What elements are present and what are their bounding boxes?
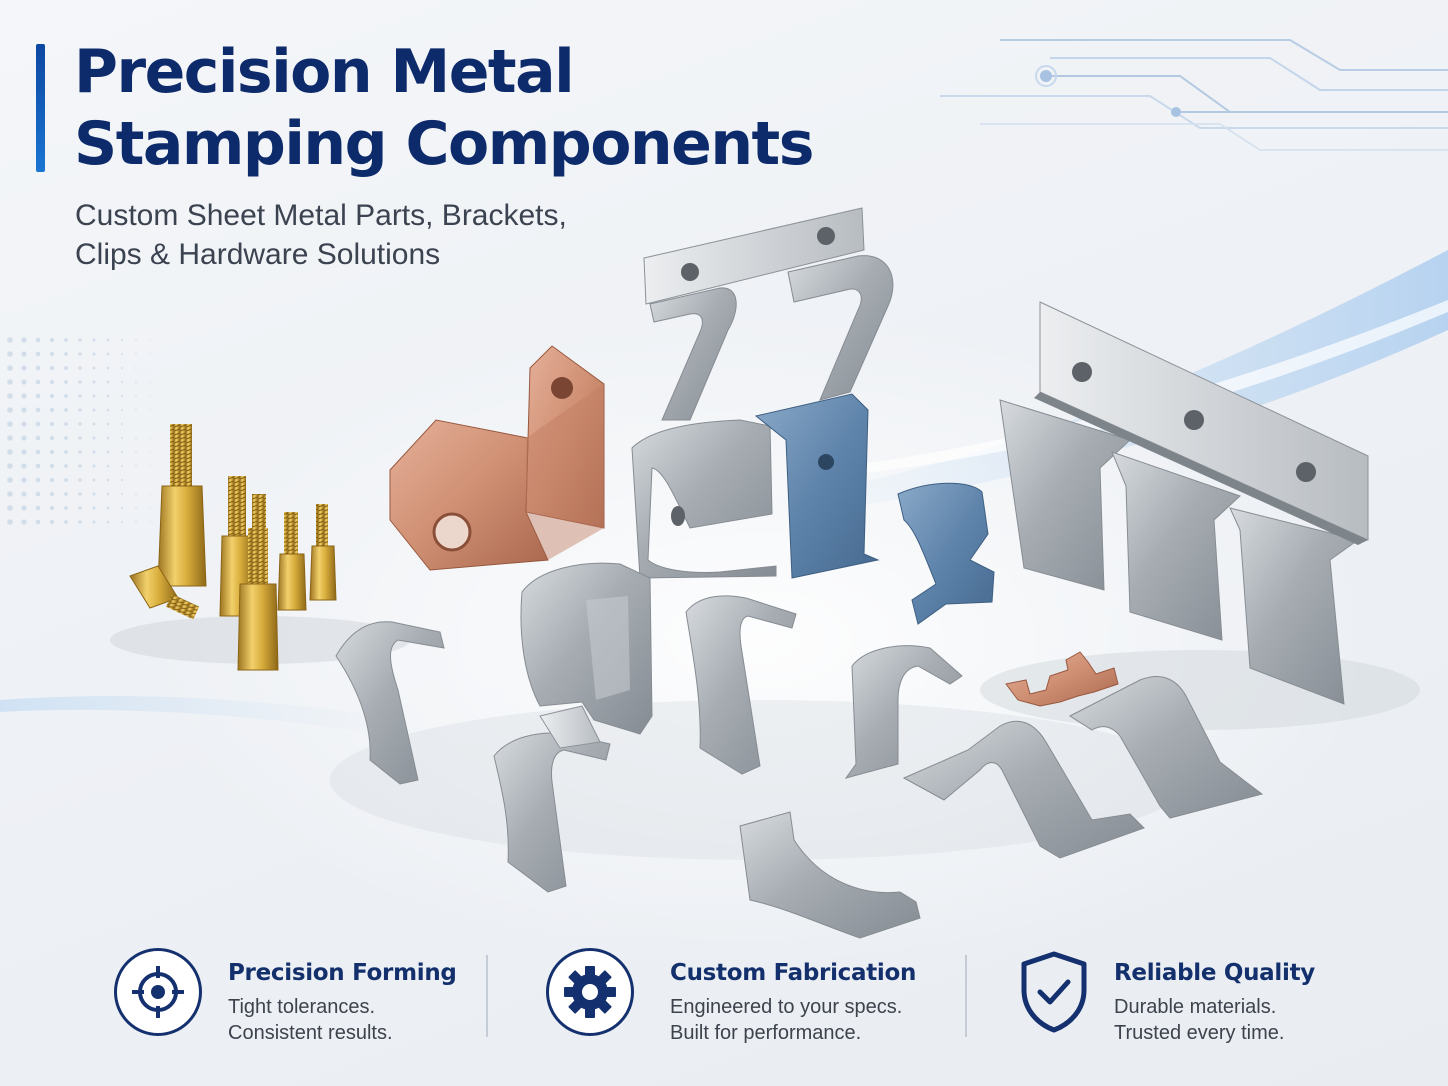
feature-line-1: Engineered to your specs.	[670, 996, 903, 1018]
feature-line-2: Built for performance.	[670, 1022, 862, 1044]
copper-small-parts	[1005, 651, 1119, 707]
feature-line-1: Durable materials.	[1114, 996, 1277, 1018]
blue-clip-tall	[754, 393, 880, 579]
feature-reliable-quality: Reliable Quality Durable materials. Trus…	[1010, 940, 1315, 1044]
feature-custom-fabrication: Custom Fabrication Engineered to your sp…	[546, 940, 917, 1044]
wave-bracket	[902, 676, 1264, 859]
feature-divider	[965, 955, 967, 1037]
feature-title: Reliable Quality	[1114, 960, 1315, 986]
page-subtitle: Custom Sheet Metal Parts, Brackets, Clip…	[75, 196, 567, 274]
steel-clip-small-right	[844, 645, 963, 779]
tall-bracket	[643, 207, 894, 421]
steel-clip-mid	[520, 562, 653, 735]
blue-spring-clip	[897, 482, 995, 625]
feature-divider	[486, 955, 488, 1037]
steel-clip-low	[493, 705, 611, 893]
subtitle-line-1: Custom Sheet Metal Parts, Brackets,	[75, 199, 567, 232]
shield-check-icon	[1010, 948, 1098, 1036]
title-line-2: Stamping Components	[74, 109, 814, 179]
comb-bracket	[999, 301, 1369, 705]
copper-bracket	[389, 345, 605, 571]
feature-line-2: Trusted every time.	[1114, 1022, 1285, 1044]
feature-line-1: Tight tolerances.	[228, 996, 376, 1018]
title-accent-bar	[36, 44, 45, 172]
steel-z-bracket	[739, 811, 921, 939]
steel-clip-center	[631, 419, 777, 579]
features-row: Precision Forming Tight tolerances. Cons…	[0, 940, 1448, 1060]
gear-icon	[546, 948, 634, 1036]
feature-precision-forming: Precision Forming Tight tolerances. Cons…	[114, 940, 457, 1044]
title-line-1: Precision Metal	[74, 37, 575, 107]
feature-title: Precision Forming	[228, 960, 457, 986]
feature-title: Custom Fabrication	[670, 960, 917, 986]
feature-line-2: Consistent results.	[228, 1022, 393, 1044]
steel-clip-mid-right	[685, 595, 797, 775]
page-title: Precision Metal Stamping Components	[74, 36, 814, 180]
steel-clip-left	[335, 621, 445, 785]
crosshair-icon	[114, 948, 202, 1036]
brass-standoffs	[129, 424, 337, 671]
subtitle-line-2: Clips & Hardware Solutions	[75, 238, 441, 271]
